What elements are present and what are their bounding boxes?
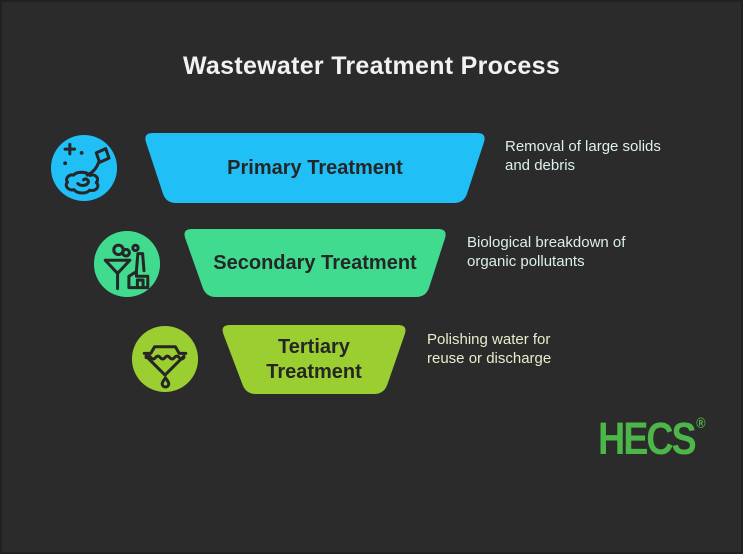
stage-label-tertiary: Tertiary Treatment [266, 335, 362, 383]
tertiary-banner-shape [222, 325, 406, 394]
brand-name: HECS [598, 413, 697, 464]
registered-trademark-icon: ® [696, 415, 706, 432]
stage-banner-tertiary: Tertiary Treatment [220, 325, 408, 394]
stage-description-secondary: Biological breakdown of organic pollutan… [467, 234, 626, 270]
stage-label-secondary: Secondary Treatment [213, 251, 417, 274]
stage-banner-primary: Primary Treatment [143, 133, 487, 203]
primary-banner-shape [145, 133, 485, 203]
stage-description-tertiary: Polishing water for reuse or discharge [427, 331, 552, 367]
stage-banner-secondary: Secondary Treatment [182, 229, 448, 297]
stage-label-primary: Primary Treatment [227, 156, 403, 179]
page-title: Wastewater Treatment Process [182, 52, 561, 80]
brand-logo: HECS® [598, 413, 706, 464]
stage-description-primary: Removal of large solids and debris [505, 138, 661, 174]
secondary-banner-shape [184, 229, 446, 297]
biological-breakdown-icon [93, 230, 161, 298]
water-polishing-icon [131, 325, 199, 393]
debris-removal-icon [50, 134, 118, 202]
